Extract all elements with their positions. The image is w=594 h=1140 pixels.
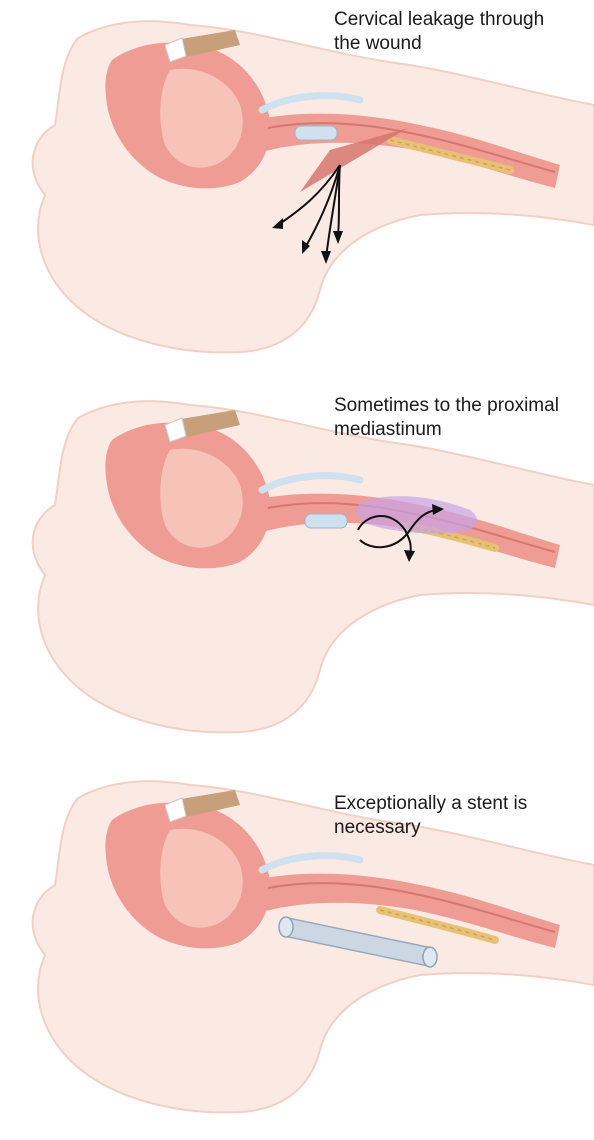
caption-line-2: necessary xyxy=(334,816,527,840)
caption-stent: Exceptionally a stent is necessary xyxy=(334,792,527,840)
caption-proximal-mediastinum: Sometimes to the proximal mediastinum xyxy=(334,394,559,442)
caption-line-2: mediastinum xyxy=(334,418,559,442)
caption-line-1: Sometimes to the proximal xyxy=(334,394,559,418)
panel-proximal-mediastinum: Sometimes to the proximal mediastinum xyxy=(0,380,594,760)
panel-cervical-leakage: Cervical leakage through the wound xyxy=(0,0,594,380)
anatomy-base xyxy=(33,21,594,352)
anatomy-base xyxy=(33,401,594,732)
caption-line-1: Exceptionally a stent is xyxy=(334,792,527,816)
caption-line-1: Cervical leakage through xyxy=(334,8,544,32)
caption-line-2: the wound xyxy=(334,32,544,56)
head-neck-illustration xyxy=(0,0,594,380)
caption-cervical-leakage: Cervical leakage through the wound xyxy=(334,8,544,56)
panel-stent: Exceptionally a stent is necessary xyxy=(0,760,594,1140)
